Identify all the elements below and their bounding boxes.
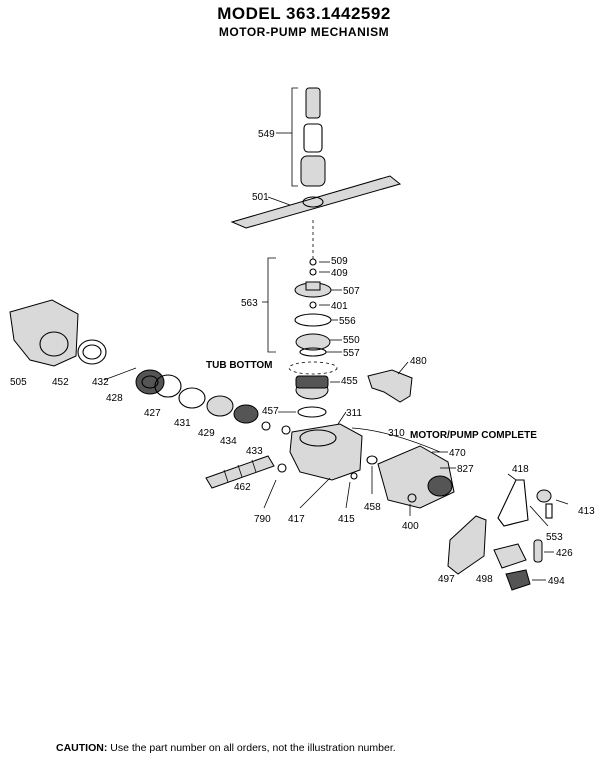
label-553: 553 (546, 532, 563, 543)
part-480-hose (367, 369, 413, 403)
label-550: 550 (343, 335, 360, 346)
label-311: 311 (346, 408, 362, 419)
label-431: 431 (174, 418, 191, 429)
part-497-bracket (447, 515, 487, 575)
label-426: 426 (556, 548, 573, 559)
label-563: 563 (241, 298, 258, 309)
part-433-washer (261, 421, 271, 431)
bracket-563 (267, 257, 276, 353)
label-497: 497 (438, 574, 455, 585)
label-458: 458 (364, 502, 381, 513)
label-501: 501 (252, 192, 269, 203)
label-413: 413 (578, 506, 595, 517)
label-494: 494 (548, 576, 565, 587)
diagram-subtitle: MOTOR-PUMP MECHANISM (218, 25, 390, 39)
label-433: 433 (246, 446, 263, 457)
label-401: 401 (331, 301, 348, 312)
label-462: 462 (234, 482, 251, 493)
label-310: 310 (388, 428, 405, 439)
part-311-pump-housing (289, 411, 363, 481)
caution-label: CAUTION: (56, 742, 108, 754)
label-434: 434 (220, 436, 237, 447)
label-470: 470 (449, 448, 466, 459)
label-428: 428 (106, 393, 123, 404)
part-418-wire-bracket (497, 473, 529, 527)
part-505-sump (9, 299, 79, 367)
part-462-auger (205, 455, 275, 489)
part-310-motor (351, 427, 455, 509)
part-413-clip (536, 489, 569, 505)
label-457: 457 (262, 406, 279, 417)
part-stack-563 (294, 258, 342, 357)
label-432: 432 (92, 377, 109, 388)
label-556: 556 (339, 316, 356, 327)
label-429: 429 (198, 428, 215, 439)
section-motor-pump-complete: MOTOR/PUMP COMPLETE (410, 430, 537, 441)
label-557: 557 (343, 348, 360, 359)
part-434-cover (233, 404, 259, 424)
model-title: MODEL 363.1442592 (217, 4, 391, 23)
part-498-relay (493, 543, 527, 569)
part-494-terminal (505, 569, 546, 591)
part-553-pin (545, 503, 553, 519)
label-498: 498 (476, 574, 493, 585)
section-tub-bottom: TUB BOTTOM (206, 360, 272, 371)
label-409: 409 (331, 268, 348, 279)
label-549: 549 (258, 129, 275, 140)
label-400: 400 (402, 521, 419, 532)
part-457-seal (297, 406, 327, 418)
label-418: 418 (512, 464, 529, 475)
part-431-gasket (178, 387, 206, 409)
exploded-parts-diagram: 549 501 509 409 507 563 401 556 550 557 … (9, 87, 595, 591)
part-429-plate (206, 395, 234, 417)
caution-text: Use the part number on all orders, not t… (110, 742, 396, 754)
part-427-ring (154, 374, 182, 398)
caution-note: CAUTION: Use the part number on all orde… (56, 742, 396, 754)
label-427: 427 (144, 408, 161, 419)
label-455: 455 (341, 376, 358, 387)
label-505: 505 (10, 377, 27, 388)
label-507: 507 (343, 286, 360, 297)
part-426-switch (533, 539, 543, 563)
part-452-clamp (77, 339, 107, 365)
label-790: 790 (254, 514, 271, 525)
part-455-pump-impeller (295, 375, 340, 400)
part-549-spray-tube (276, 87, 326, 187)
label-827: 827 (457, 464, 474, 475)
label-509: 509 (331, 256, 348, 267)
part-428-filter (135, 369, 165, 395)
label-415: 415 (338, 514, 355, 525)
label-417: 417 (288, 514, 305, 525)
label-480: 480 (410, 356, 427, 367)
label-452: 452 (52, 377, 69, 388)
part-501-lower-spray-arm (230, 175, 402, 229)
